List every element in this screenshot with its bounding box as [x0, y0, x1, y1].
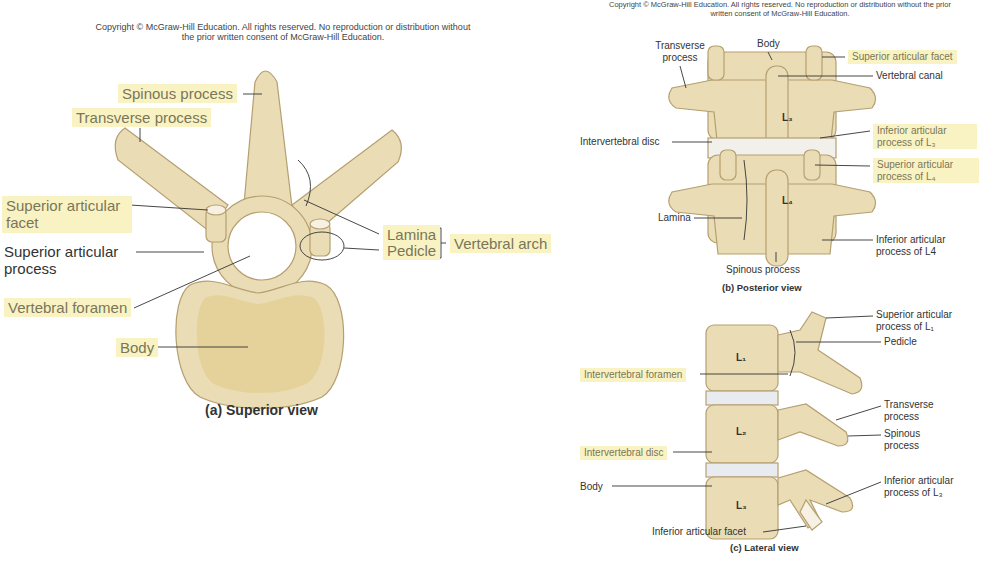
part-label: Pedicle — [884, 336, 917, 348]
panel-caption: (b) Posterior view — [722, 283, 802, 294]
part-label: Transverse process — [72, 108, 211, 127]
part-label: Spinous process — [118, 84, 237, 103]
part-label: Vertebral foramen — [4, 298, 131, 317]
copyright-note: Copyright © McGraw-Hill Education. All r… — [600, 1, 960, 18]
part-label: Body — [757, 38, 780, 50]
part-label: Superior articular process of L₄ — [873, 158, 979, 183]
part-label: Vertebral canal — [876, 70, 943, 82]
part-label: Lamina — [658, 212, 691, 224]
vertebra-number: L₃ — [736, 500, 747, 512]
part-label: Pedicle — [383, 241, 440, 260]
part-label: Transverse process — [884, 399, 954, 422]
part-label: Inferior articular process of L₃ — [873, 124, 977, 149]
vertebra-number: L₄ — [782, 195, 793, 207]
part-label: Inferior articular process of L4 — [876, 234, 976, 257]
part-label: Intervertebral foramen — [580, 368, 686, 382]
part-label: Spinous process — [726, 264, 800, 276]
vertebra-number: L₂ — [736, 426, 747, 438]
part-label: Body — [116, 338, 158, 357]
part-label: Intervertebral disc — [580, 446, 667, 460]
panel-caption: (a) Superior view — [205, 402, 318, 418]
vertebra-number: L₁ — [736, 352, 746, 364]
part-label: Inferior articular process of L₃ — [884, 475, 980, 498]
group-label: Vertebral arch — [450, 234, 551, 253]
part-label: Transverse process — [650, 40, 710, 63]
part-label: Spinous process — [884, 428, 954, 451]
part-label: Body — [580, 481, 603, 493]
copyright-note: Copyright © McGraw-Hill Education. All r… — [93, 22, 473, 43]
part-label: Intervertebral disc — [580, 136, 659, 148]
part-label: Superior articular process — [4, 243, 136, 278]
part-label: Inferior articular facet — [652, 526, 746, 538]
part-label: Superior articular facet — [2, 196, 132, 233]
part-label: Superior articular process of L₁ — [876, 309, 980, 332]
panel-caption: (c) Lateral view — [730, 543, 799, 554]
part-label: Superior articular facet — [848, 50, 957, 64]
vertebra-number: L₃ — [782, 112, 793, 124]
